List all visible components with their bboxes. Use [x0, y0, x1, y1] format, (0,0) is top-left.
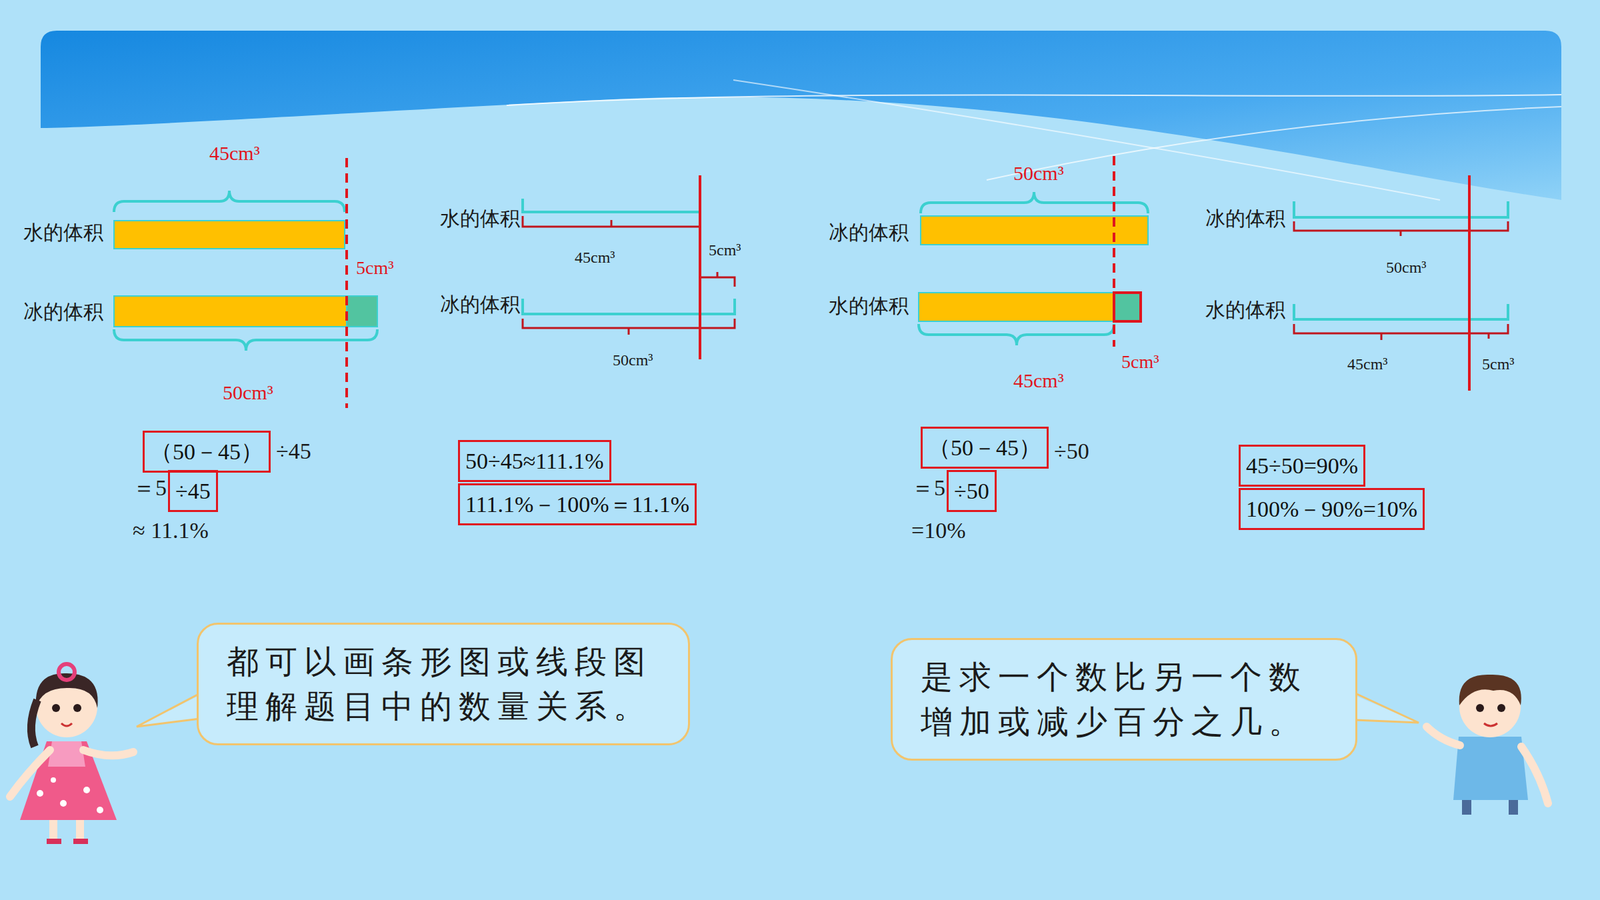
text-label: ＝5: [132, 474, 167, 502]
formula-text: 100%－90%=10%: [1246, 496, 1418, 522]
text-label: 冰的体积: [828, 220, 909, 245]
text-label: 45cm³: [209, 141, 260, 166]
dashed-line: [345, 158, 348, 408]
text-label: ÷45: [276, 438, 312, 466]
text-label: ＝5: [911, 474, 946, 502]
text-label: =10%: [911, 517, 966, 545]
extra-bar: [1114, 292, 1141, 322]
formula-box: （50－45）: [142, 430, 271, 473]
text-label: 水的体积: [1205, 298, 1286, 322]
formula-text: 45÷50=90%: [1246, 453, 1358, 478]
brace: [114, 329, 378, 351]
bracket: [522, 318, 735, 335]
text-label: 冰的体积: [440, 292, 520, 317]
bracket: [1294, 324, 1470, 340]
segment: [1294, 201, 1508, 218]
dashed-line: [1112, 156, 1116, 347]
text-label: 50cm³: [1386, 258, 1427, 278]
text-label: 冰的体积: [1205, 206, 1286, 231]
formula-box: ÷50: [946, 470, 997, 512]
bubble-tail: [1355, 693, 1419, 723]
segment: [1294, 304, 1508, 320]
text-label: 冰的体积: [23, 300, 104, 324]
girl-figure: [10, 664, 134, 842]
segment: [522, 198, 700, 212]
speech-bubble: 都可以画条形图或线段图理解题目中的数量关系。: [196, 622, 690, 746]
water-bar: [918, 292, 1114, 322]
text-label: 45cm³: [1347, 354, 1388, 374]
banner-wave: [733, 80, 1440, 200]
formula-box: ÷45: [168, 470, 218, 512]
formula-text: （50－45）: [150, 439, 264, 464]
brace: [114, 190, 345, 212]
formula-box: 50÷45≈111.1%: [458, 440, 612, 482]
text-label: 45cm³: [1013, 368, 1064, 393]
text-label: 50cm³: [612, 350, 654, 370]
formula-box: 100%－90%=10%: [1238, 488, 1425, 530]
formula-text: ÷45: [175, 478, 211, 504]
bubble-text: 是求一个数比另一个数增加或减少百分之几。: [920, 654, 1321, 744]
divider-line: [1468, 175, 1471, 391]
text-label: 50cm³: [222, 380, 274, 405]
bubble-tail: [136, 693, 200, 727]
bubble-tail: [1350, 693, 1419, 723]
bracket: [1469, 324, 1508, 339]
text-label: ≈ 11.1%: [132, 517, 209, 545]
boy-figure: [1426, 674, 1548, 815]
text-label: 5cm³: [708, 240, 742, 260]
text-label: ÷50: [1054, 438, 1090, 466]
ice-bar: [114, 296, 347, 327]
banner-wave: [506, 94, 1562, 106]
extra-bar: [346, 296, 378, 327]
formula-box: 45÷50=90%: [1238, 444, 1366, 487]
brace: [918, 324, 1114, 346]
bracket: [1294, 221, 1508, 236]
text-label: 水的体积: [440, 206, 520, 231]
formula-text: （50－45）: [928, 435, 1042, 460]
formula-text: ÷50: [954, 478, 990, 504]
bubble-tail: [136, 693, 204, 727]
text-label: 水的体积: [828, 294, 909, 318]
text-label: 水的体积: [23, 220, 104, 245]
formula-box: （50－45）: [920, 426, 1049, 469]
bracket: [522, 216, 700, 227]
water-bar: [114, 220, 345, 249]
bubble-text: 都可以画条形图或线段图理解题目中的数量关系。: [226, 639, 660, 729]
text-label: 5cm³: [1482, 354, 1515, 374]
text-label: 45cm³: [574, 248, 616, 268]
formula-text: 111.1%－100%＝11.1%: [465, 492, 690, 517]
text-label: 5cm³: [1121, 350, 1160, 374]
speech-bubble: 是求一个数比另一个数增加或减少百分之几。: [890, 638, 1358, 761]
divider-line: [698, 175, 702, 360]
formula-box: 111.1%－100%＝11.1%: [458, 483, 697, 526]
segment: [522, 298, 735, 314]
formula-text: 50÷45≈111.1%: [465, 448, 604, 474]
banner: [40, 30, 1562, 200]
text-label: 5cm³: [356, 256, 394, 280]
bracket: [700, 272, 735, 287]
text-label: 50cm³: [1013, 161, 1064, 186]
